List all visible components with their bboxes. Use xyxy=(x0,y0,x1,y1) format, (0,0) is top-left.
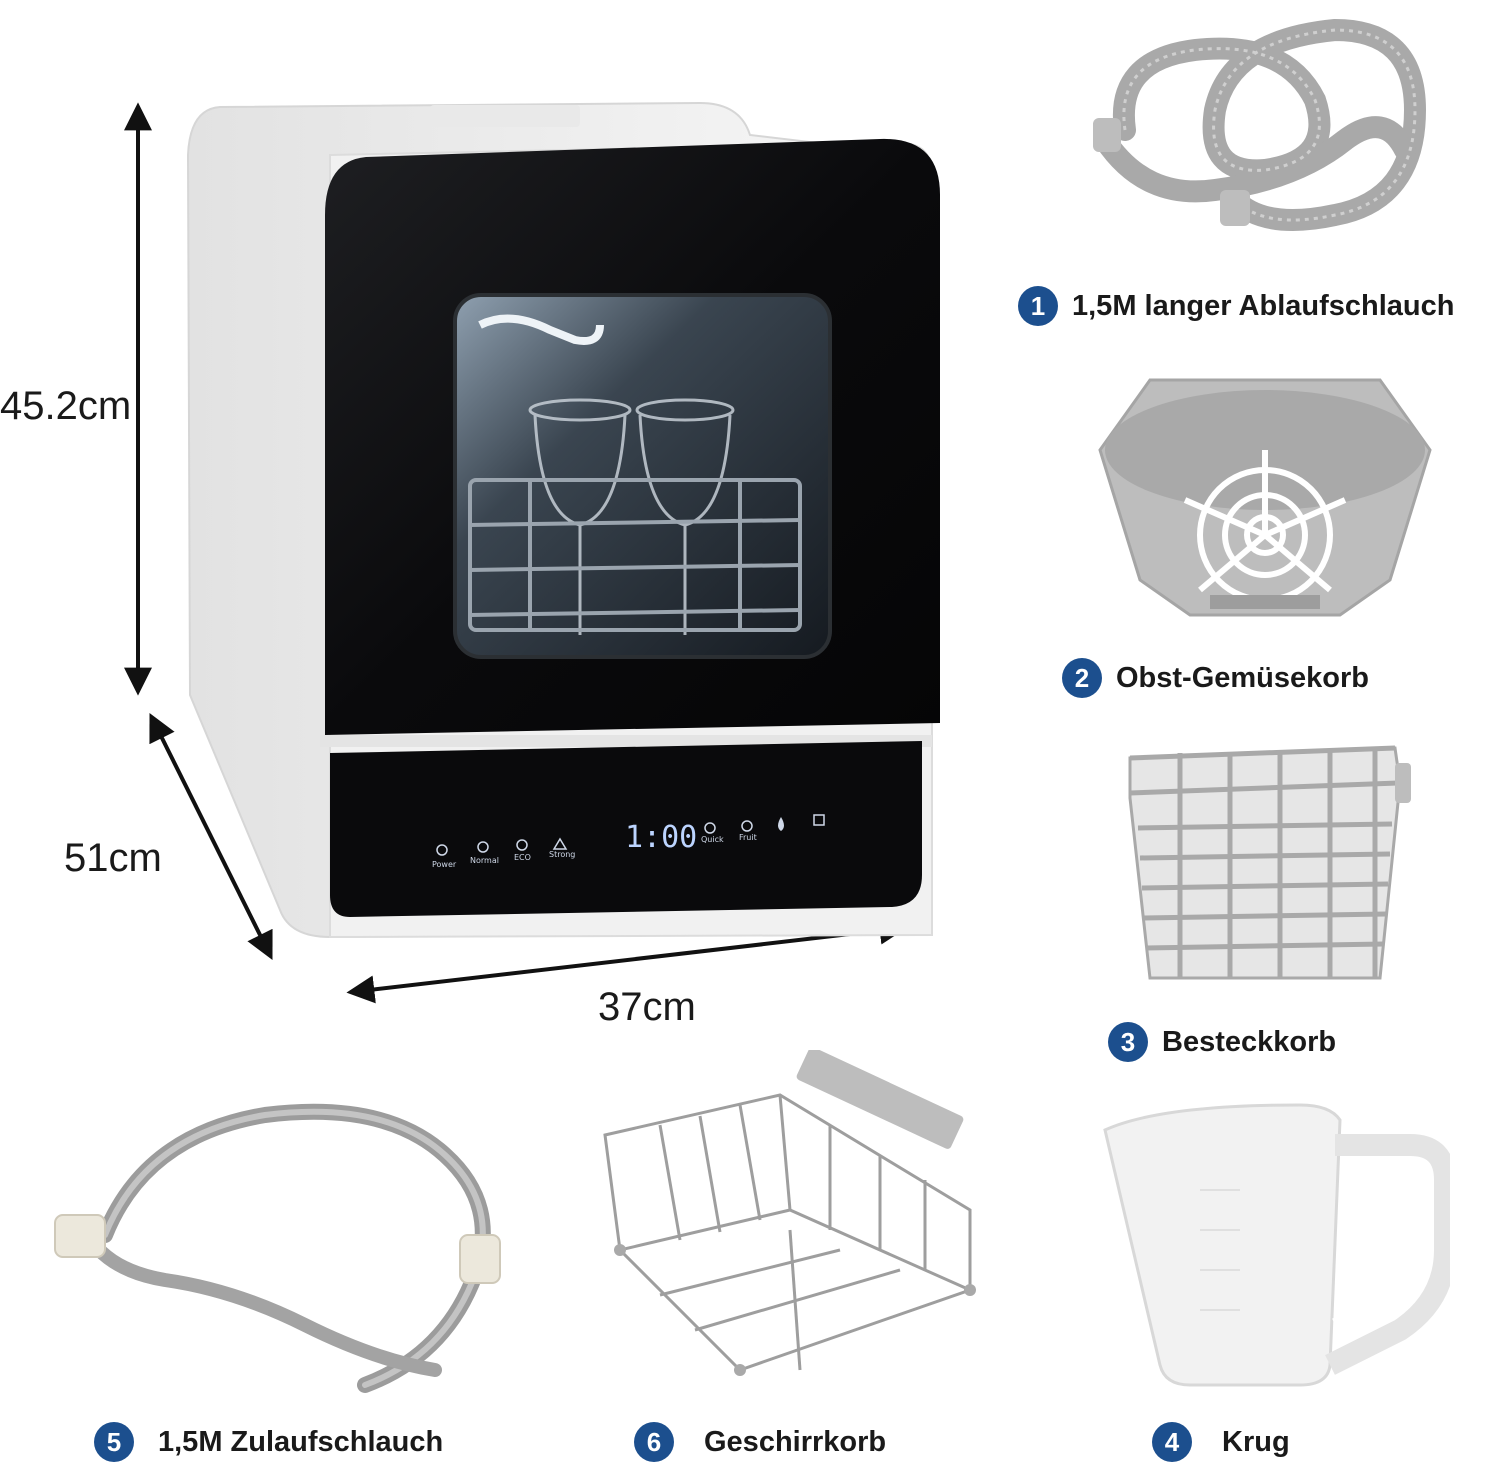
accessory-4-label: Krug xyxy=(1222,1425,1290,1458)
accessory-3: 3 Besteckkorb xyxy=(1108,1022,1336,1062)
fruit-basket-image xyxy=(1098,378,1432,617)
accessory-4: 4 Krug xyxy=(1152,1422,1290,1462)
accessory-2-label: Obst-Gemüsekorb xyxy=(1116,661,1369,694)
inner-window xyxy=(453,293,832,659)
height-label: 45.2cm xyxy=(0,384,132,428)
accessory-5-label: 1,5M Zulaufschlauch xyxy=(158,1425,444,1458)
badge-3-icon: 3 xyxy=(1108,1022,1148,1062)
fruit-button-label[interactable]: Fruit xyxy=(739,833,757,842)
panel-display: 1:00 xyxy=(625,820,697,855)
jug-image xyxy=(1103,1103,1450,1387)
accessory-3-label: Besteckkorb xyxy=(1162,1025,1337,1058)
strong-button-label[interactable]: Strong xyxy=(549,850,575,859)
accessory-6-label: Geschirrkorb xyxy=(704,1425,887,1458)
drain-hose-image xyxy=(1093,18,1427,231)
width-label: 37cm xyxy=(598,985,696,1029)
eco-button-label[interactable]: ECO xyxy=(514,853,531,862)
badge-5-icon: 5 xyxy=(94,1422,134,1462)
width-arrow xyxy=(346,916,908,1004)
depth-arrow xyxy=(149,712,273,961)
drop-icon xyxy=(778,817,784,831)
dish-rack-image xyxy=(603,1050,976,1376)
power-button-label[interactable]: Power xyxy=(432,860,457,869)
accessory-6: 6 Geschirrkorb xyxy=(634,1422,886,1462)
quick-button-label[interactable]: Quick xyxy=(701,835,724,844)
accessory-2: 2 Obst-Gemüsekorb xyxy=(1062,658,1369,698)
control-panel xyxy=(330,741,922,917)
inlet-hose-image xyxy=(54,1103,501,1393)
normal-button-label[interactable]: Normal xyxy=(470,856,499,865)
dishwasher-image: 1:00 Power Normal ECO Strong Quick Fruit xyxy=(186,101,940,939)
cutlery-basket-image xyxy=(1128,745,1411,980)
accessory-1-label: 1,5M langer Ablaufschlauch xyxy=(1072,289,1455,322)
depth-label: 51cm xyxy=(64,836,162,880)
badge-2-icon: 2 xyxy=(1062,658,1102,698)
dual-icon xyxy=(813,814,825,826)
badge-4-icon: 4 xyxy=(1152,1422,1192,1462)
badge-1-icon: 1 xyxy=(1018,286,1058,326)
accessory-1: 1 1,5M langer Ablaufschlauch xyxy=(1018,286,1454,326)
accessory-5: 5 1,5M Zulaufschlauch xyxy=(94,1422,443,1462)
badge-6-icon: 6 xyxy=(634,1422,674,1462)
